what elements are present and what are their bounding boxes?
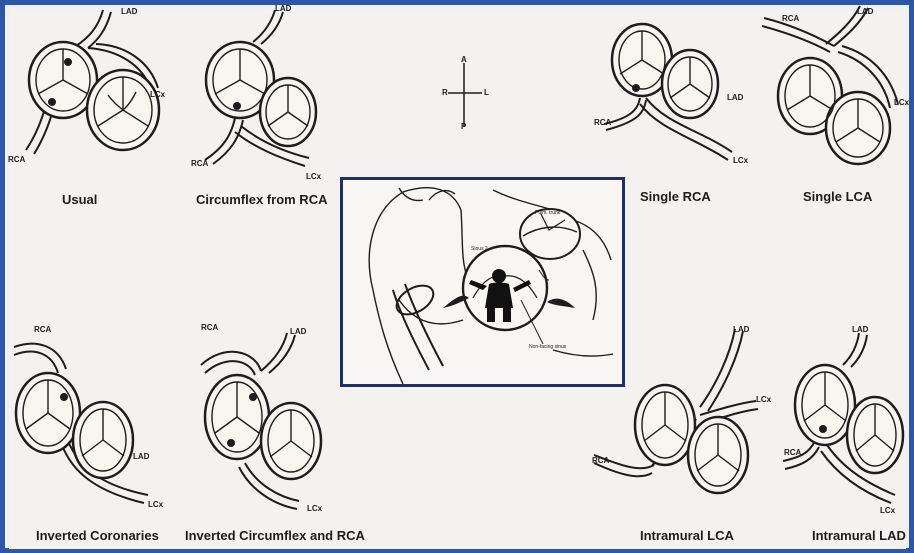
intramural-lad-diagram xyxy=(775,325,910,515)
srca-lcx-label: LCx xyxy=(733,156,748,165)
surgical-view-inset: Pulm. trunk Sinus 2 Non-facing sinus xyxy=(340,177,625,387)
cfx-lad-label: LAD xyxy=(275,4,291,13)
cfx-title: Circumflex from RCA xyxy=(196,192,327,207)
cfx-lcx-label: LCx xyxy=(306,172,321,181)
non-facing-sinus-label: Non-facing sinus xyxy=(529,344,566,350)
usual-title: Usual xyxy=(62,192,97,207)
cfx-rca-label: RCA xyxy=(191,159,208,168)
ilad-lad-label: LAD xyxy=(852,325,868,334)
usual-lcx-label: LCx xyxy=(150,90,165,99)
ic-lcx-label: LCx xyxy=(148,500,163,509)
srca-rca-label: RCA xyxy=(594,118,611,127)
pulm-trunk-label: Pulm. trunk xyxy=(535,210,560,216)
compass-right: L xyxy=(484,88,489,97)
ic-rca-label: RCA xyxy=(34,325,51,334)
ilca-title: Intramural LCA xyxy=(640,528,734,543)
ic-title: Inverted Coronaries xyxy=(36,528,159,543)
ilad-lcx-label: LCx xyxy=(880,506,895,515)
srca-title: Single RCA xyxy=(640,189,711,204)
single-lca-diagram xyxy=(760,4,910,184)
srca-lad-label: LAD xyxy=(727,93,743,102)
icr-title: Inverted Circumflex and RCA xyxy=(185,528,365,543)
slca-lad-label: LAD xyxy=(857,7,873,16)
ilca-rca-label: RCA xyxy=(592,456,609,465)
sinus-2-label: Sinus 2 xyxy=(471,246,488,252)
circumflex-from-rca-diagram xyxy=(195,8,345,188)
usual-lad-label: LAD xyxy=(121,7,137,16)
inverted-coronaries-diagram xyxy=(8,325,168,505)
surgical-view-drawing xyxy=(343,180,622,384)
icr-rca-label: RCA xyxy=(201,323,218,332)
icr-lcx-label: LCx xyxy=(307,504,322,513)
slca-title: Single LCA xyxy=(803,189,872,204)
inverted-circumflex-rca-diagram xyxy=(195,325,345,515)
ilad-title: Intramural LAD xyxy=(812,528,906,543)
compass-top: A xyxy=(461,55,467,64)
icr-lad-label: LAD xyxy=(290,327,306,336)
slca-lcx-label: LCx xyxy=(894,98,909,107)
compass-left: R xyxy=(442,88,448,97)
ilca-lad-label: LAD xyxy=(733,325,749,334)
ilad-rca-label: RCA xyxy=(784,448,801,457)
usual-rca-label: RCA xyxy=(8,155,25,164)
slca-rca-label: RCA xyxy=(782,14,799,23)
ilca-lcx-label: LCx xyxy=(756,395,771,404)
ic-lad-label: LAD xyxy=(133,452,149,461)
compass-bottom: P xyxy=(461,122,466,131)
